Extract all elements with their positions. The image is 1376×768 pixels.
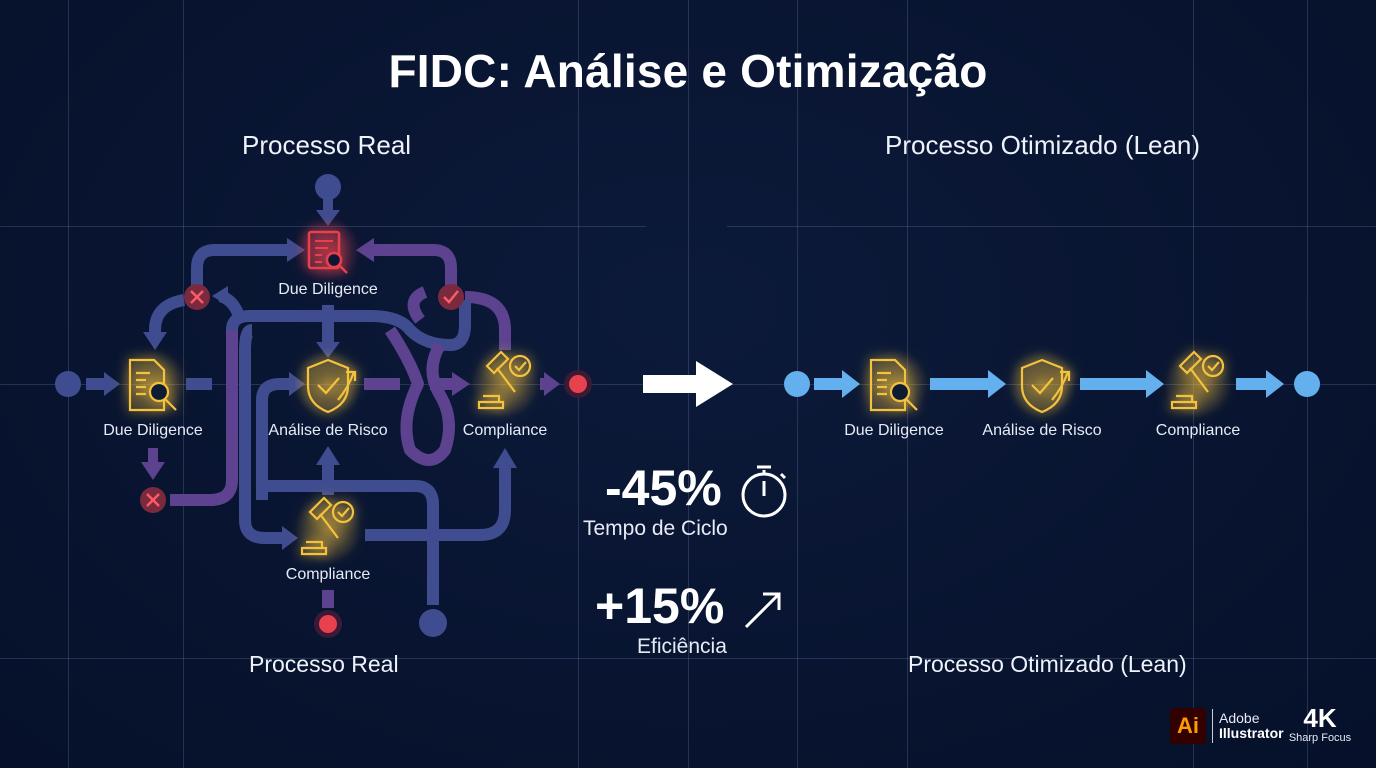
grid-line xyxy=(727,226,1376,227)
node-label-compliance-bottom: Compliance xyxy=(285,566,371,583)
node-label-analise-risco: Análise de Risco xyxy=(268,422,388,439)
optimized-flow xyxy=(784,370,1320,398)
brand-line1: Adobe xyxy=(1219,710,1260,726)
divider xyxy=(1212,709,1213,743)
stopwatch-icon xyxy=(741,465,787,518)
arrow-right-icon xyxy=(643,361,733,407)
optimized-process-footer: Processo Otimizado (Lean) xyxy=(908,651,1187,677)
step-label-analise-risco: Análise de Risco xyxy=(982,422,1102,439)
step-label-due-diligence: Due Diligence xyxy=(844,422,944,439)
metric-cycle-time-value: -45% xyxy=(605,460,722,516)
illustrator-logo-icon: Ai xyxy=(1170,708,1206,744)
reject-marker-x-icon xyxy=(140,487,166,513)
resolution-badge: 4K Sharp Focus xyxy=(1288,704,1352,744)
metric-efficiency-label: Eficiência xyxy=(637,635,727,658)
node-label-compliance: Compliance xyxy=(462,422,548,439)
gavel-check-icon xyxy=(294,496,362,564)
real-process-title: Processo Real xyxy=(242,130,412,160)
shield-check-icon xyxy=(1008,350,1076,418)
arrow-up-right-icon xyxy=(744,592,781,629)
node-label-due-diligence: Due Diligence xyxy=(103,422,203,439)
tangled-paths xyxy=(55,174,592,638)
resolution-sublabel: Sharp Focus xyxy=(1288,732,1352,744)
step-label-compliance: Compliance xyxy=(1155,422,1241,439)
metric-efficiency-value: +15% xyxy=(595,578,725,634)
approve-marker-check-icon xyxy=(438,284,464,310)
node-label-due-diligence-top: Due Diligence xyxy=(278,281,378,298)
resolution-label: 4K xyxy=(1303,703,1337,733)
optimized-process-title: Processo Otimizado (Lean) xyxy=(885,130,1201,160)
document-search-icon xyxy=(119,350,187,418)
document-search-icon xyxy=(860,350,928,418)
adobe-illustrator-badge: Ai Adobe Illustrator xyxy=(1170,708,1284,744)
gavel-check-icon xyxy=(1164,350,1232,418)
reject-marker-x-icon xyxy=(184,284,210,310)
brand-line2: Illustrator xyxy=(1219,725,1284,741)
page-title: FIDC: Análise e Otimização xyxy=(388,45,988,97)
document-search-icon xyxy=(295,218,359,282)
metric-cycle-time-label: Tempo de Ciclo xyxy=(583,517,728,540)
gavel-check-icon xyxy=(471,350,539,418)
real-process-footer: Processo Real xyxy=(249,651,399,677)
grid-line xyxy=(0,658,1376,659)
shield-check-icon xyxy=(294,350,362,418)
